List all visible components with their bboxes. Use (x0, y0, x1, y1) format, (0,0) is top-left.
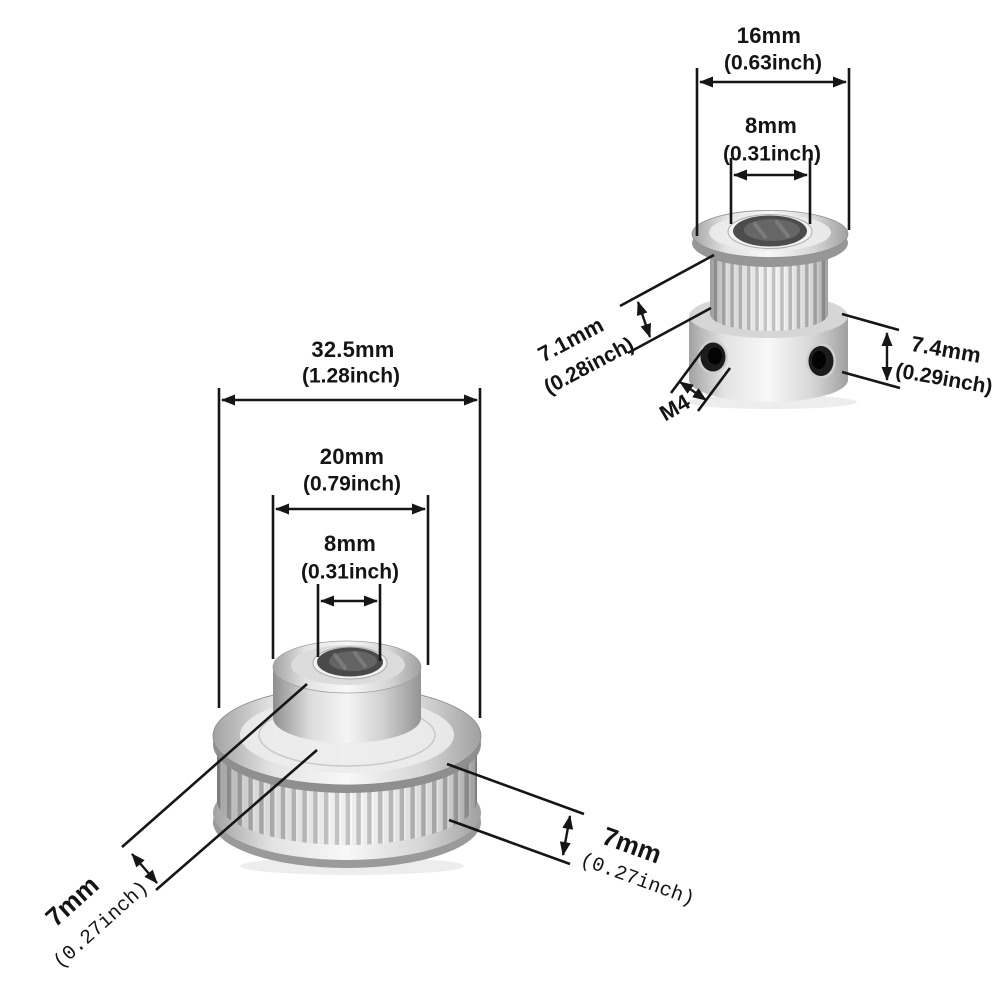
small-bore-inch-label: (0.31inch) (722, 142, 822, 166)
leader-line (696, 367, 732, 412)
dim-arrow-7-1mm (636, 301, 652, 338)
large-bore-mm-label: 8mm (324, 531, 376, 556)
small-teeth-band (710, 244, 828, 331)
dim-arrow-m4 (679, 381, 707, 401)
large-flange-width-inch-label: (1.28inch) (301, 364, 401, 388)
large-flange-width-mm-label: 32.5mm (311, 337, 395, 362)
small-flange-width-mm-label: 16mm (736, 23, 802, 48)
small-base-side (688, 316, 848, 402)
set-screw-right (806, 343, 836, 379)
leader-line (619, 253, 715, 308)
small-flange-width-inch-label: (0.63inch) (723, 51, 823, 75)
leader-line (155, 749, 318, 891)
leader-line (841, 312, 900, 332)
large-hub-width-inch-label: (0.79inch) (302, 472, 402, 496)
small-pulley-photo (687, 210, 857, 409)
large-bore-inch-label: (0.31inch) (300, 560, 400, 584)
large-pulley-photo (212, 640, 482, 875)
dim-arrow-7mm-right (559, 815, 574, 856)
large-pulley-dimension-lines (121, 388, 585, 891)
small-bore-highlight (753, 220, 790, 239)
small-pulley-dimension-lines (619, 68, 901, 412)
large-hub-width-mm-label: 20mm (319, 444, 385, 469)
leader-line (669, 349, 705, 394)
small-bore-inner (744, 219, 800, 241)
small-bore-mm-label: 8mm (745, 113, 797, 138)
large-bore-highlight (333, 651, 367, 670)
leader-line (446, 762, 585, 816)
leader-line (448, 818, 571, 866)
set-screw-left (698, 340, 728, 374)
leader-line (121, 683, 308, 848)
dim-arrow-7mm-left (131, 853, 158, 884)
leader-line (841, 370, 901, 390)
leader-line (627, 306, 712, 355)
